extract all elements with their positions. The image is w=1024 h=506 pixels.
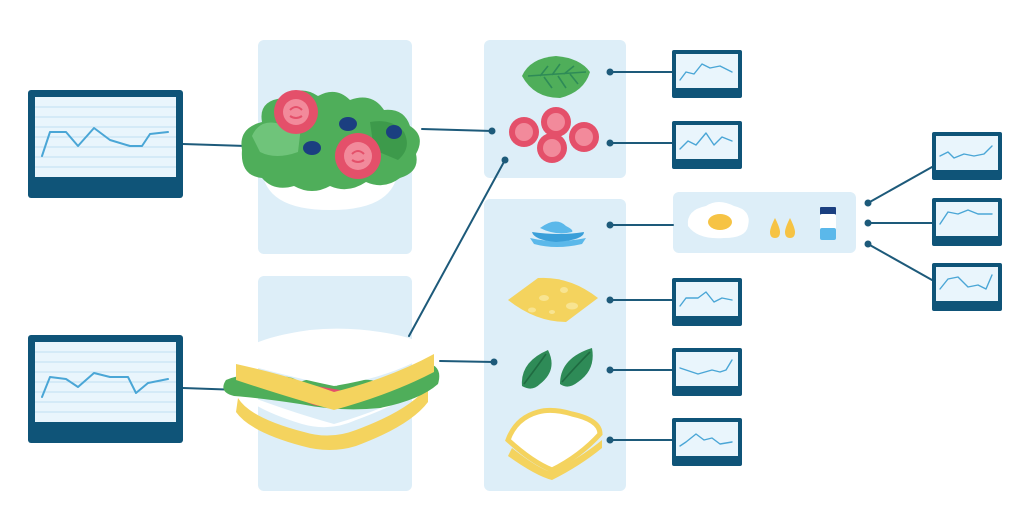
line-chart-monitor-icon [672, 278, 742, 326]
spinach-leaves-icon [521, 348, 593, 389]
connector-dot [864, 240, 872, 248]
connector-salt [867, 243, 933, 281]
connector-dot [488, 127, 496, 135]
connector-dot [606, 139, 614, 147]
connector-dot [864, 219, 872, 227]
connector-salad-ingredients [421, 128, 493, 132]
connector-dot [606, 68, 614, 76]
sandwich-icon [223, 328, 440, 450]
connector-dot [606, 436, 614, 444]
line-chart-monitor-icon [672, 121, 742, 169]
cream-icon [530, 221, 586, 247]
bread-slice-icon [505, 407, 603, 480]
line-chart-monitor-icon [672, 348, 742, 396]
cheese-slice-icon [508, 277, 598, 322]
tomato-slices-icon [509, 107, 599, 163]
connector-egg [867, 166, 933, 204]
salt-shaker-icon [820, 207, 836, 240]
connector-sandwich-to-tomato [408, 159, 506, 337]
line-chart-monitor-icon [672, 50, 742, 98]
connector-dot [490, 358, 498, 366]
lettuce-leaf-icon [522, 56, 590, 98]
connector-salad-chart [182, 143, 247, 147]
fried-egg-icon [687, 202, 749, 239]
line-chart-monitor-icon [932, 263, 1002, 311]
connector-dot [606, 296, 614, 304]
line-chart-monitor-icon [672, 418, 742, 466]
connector-dot [501, 156, 509, 164]
line-chart-monitor-icon [28, 90, 183, 198]
connector-dot [864, 199, 872, 207]
connector-dot [606, 221, 614, 229]
line-chart-monitor-icon [932, 132, 1002, 180]
oil-drops-icon [770, 218, 795, 238]
line-chart-monitor-icon [28, 335, 183, 443]
line-chart-monitor-icon [932, 198, 1002, 246]
salad-bowl-icon [241, 90, 420, 210]
connector-dot [606, 366, 614, 374]
connector-sandwich-ingredients [439, 360, 495, 363]
